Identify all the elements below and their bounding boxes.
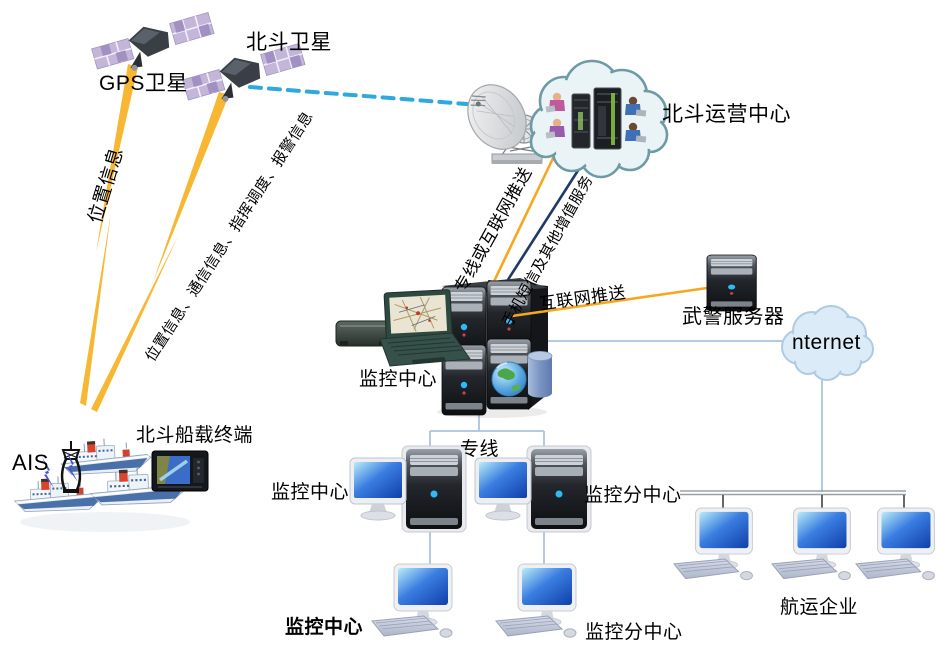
workstation-icon bbox=[855, 507, 935, 581]
beidou-satellite-label: 北斗卫星 bbox=[246, 31, 332, 54]
gps-satellite-icon bbox=[88, 7, 219, 82]
workstation-icon bbox=[771, 507, 851, 581]
workstation-icon bbox=[673, 507, 753, 581]
link-dedicated-lines bbox=[429, 405, 545, 580]
internet-cloud-icon bbox=[781, 305, 874, 381]
operation-center-label: 北斗运营中心 bbox=[662, 103, 791, 126]
shipping-enterprise-label: 航运企业 bbox=[780, 597, 859, 618]
armed-police-server-label: 武警服务器 bbox=[682, 306, 785, 328]
laptop-icon bbox=[379, 289, 471, 367]
ship-fleet bbox=[12, 435, 190, 532]
operator-person-icon bbox=[545, 92, 647, 143]
link-dedicated-line-label: 专线 bbox=[460, 439, 500, 460]
ground-dish-icon bbox=[467, 84, 527, 150]
operation-center-cloud-icon bbox=[529, 59, 669, 179]
link-beidou-dish-dashed bbox=[248, 85, 481, 107]
ais-antenna-icon bbox=[60, 441, 82, 493]
workstation-icon bbox=[495, 563, 577, 638]
mid-right-center-label: 监控分中心 bbox=[584, 485, 682, 506]
database-cylinder-icon bbox=[527, 350, 553, 398]
bottom-right-center-label: 监控分中心 bbox=[585, 622, 683, 643]
mid-left-center-label: 监控中心 bbox=[271, 482, 350, 503]
internet-cloud-label: nternet bbox=[792, 331, 861, 354]
ais-signal-bolts bbox=[42, 451, 78, 488]
gps-satellite-label: GPS卫星 bbox=[99, 72, 188, 95]
shipborne-terminal-label: 北斗船载终端 bbox=[136, 425, 254, 446]
monitoring-center-node bbox=[349, 445, 467, 533]
ais-label: AIS bbox=[12, 450, 49, 475]
workstation-icon bbox=[371, 563, 453, 638]
globe-icon bbox=[491, 361, 527, 397]
lightning-link-icon bbox=[80, 64, 229, 412]
link-cloud-to-center-lines bbox=[485, 151, 588, 301]
server-tower-icon bbox=[706, 254, 757, 312]
shipborne-terminal-icon bbox=[151, 450, 209, 492]
server-rack-icon bbox=[571, 87, 622, 150]
monitoring-center-label: 监控中心 bbox=[359, 369, 438, 390]
bottom-left-center-label: 监控中心 bbox=[285, 617, 364, 638]
link-internet-push bbox=[511, 285, 715, 318]
